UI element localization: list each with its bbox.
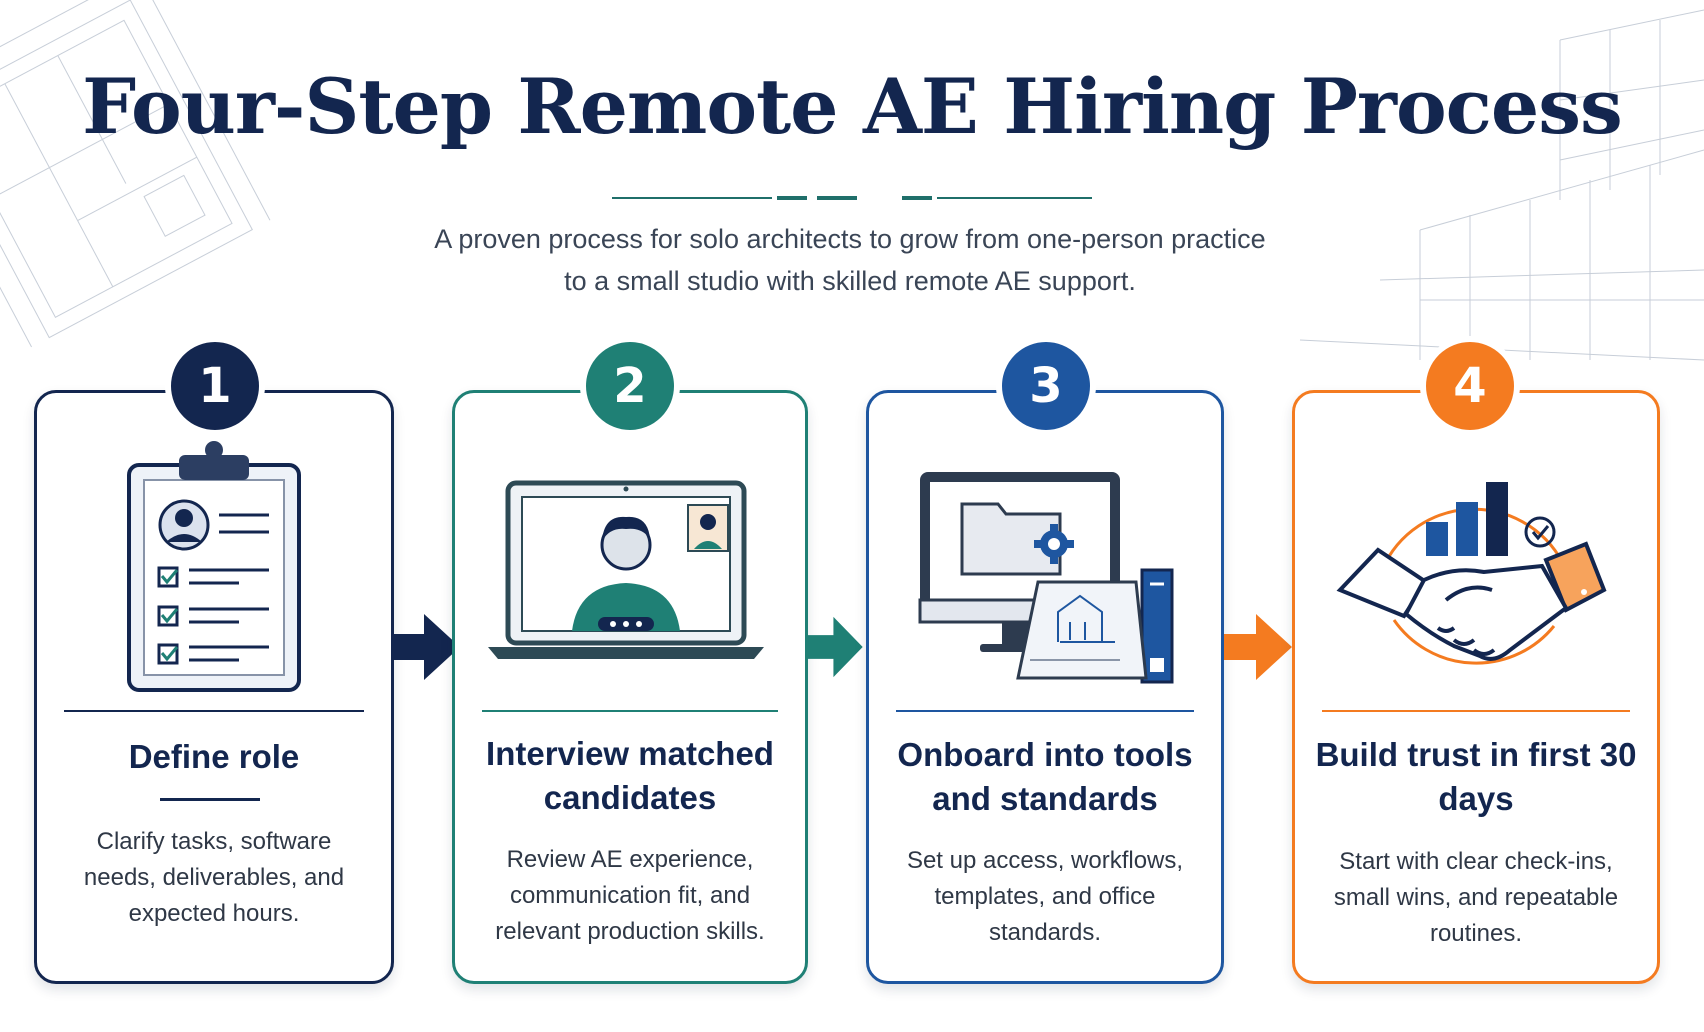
- step-card-4: [1292, 390, 1660, 984]
- step-description-2: Review AE experience, communication fit,…: [495, 846, 765, 945]
- video-call-laptop-icon: [488, 480, 764, 659]
- page-title: Four-Step Remote AE Hiring Process: [82, 62, 1623, 151]
- clipboard-checklist-icon: [127, 441, 301, 692]
- step-title-underline-1: [160, 798, 260, 801]
- step-description-3: Set up access, workflows, templates, and…: [906, 847, 1184, 946]
- page-subtitle: A proven process for solo architects to …: [300, 218, 1400, 302]
- step-number-badge-2: 2: [580, 336, 680, 436]
- step-title-1: Define role: [128, 738, 300, 775]
- arrow-right-icon: [806, 616, 863, 678]
- step-number-badge-3: 3: [996, 336, 1096, 436]
- step-number-badge-4: 4: [1420, 336, 1520, 436]
- computer-folder-blueprint-icon: [918, 472, 1174, 684]
- arrow-right-icon: [1224, 614, 1292, 680]
- step-divider-1: [64, 710, 364, 712]
- subtitle-line-2: to a small studio with skilled remote AE…: [564, 266, 1136, 296]
- handshake-growth-chart-icon: [1336, 482, 1607, 665]
- step-divider-4: [1322, 710, 1630, 712]
- step-description-4: Start with clear check-ins, small wins, …: [1333, 848, 1619, 947]
- title-divider: [612, 196, 1092, 200]
- arrow-right-icon: [392, 614, 460, 680]
- step-title-4: Build trust in first 30 days: [1315, 736, 1637, 817]
- step-title-3: Onboard into tools and standards: [897, 736, 1193, 817]
- subtitle-line-1: A proven process for solo architects to …: [434, 224, 1266, 254]
- step-divider-2: [482, 710, 778, 712]
- step-title-2: Interview matched candidates: [486, 735, 774, 816]
- step-description-1: Clarify tasks, software needs, deliverab…: [83, 828, 345, 927]
- step-divider-3: [896, 710, 1194, 712]
- step-number-badge-1: 1: [165, 336, 265, 436]
